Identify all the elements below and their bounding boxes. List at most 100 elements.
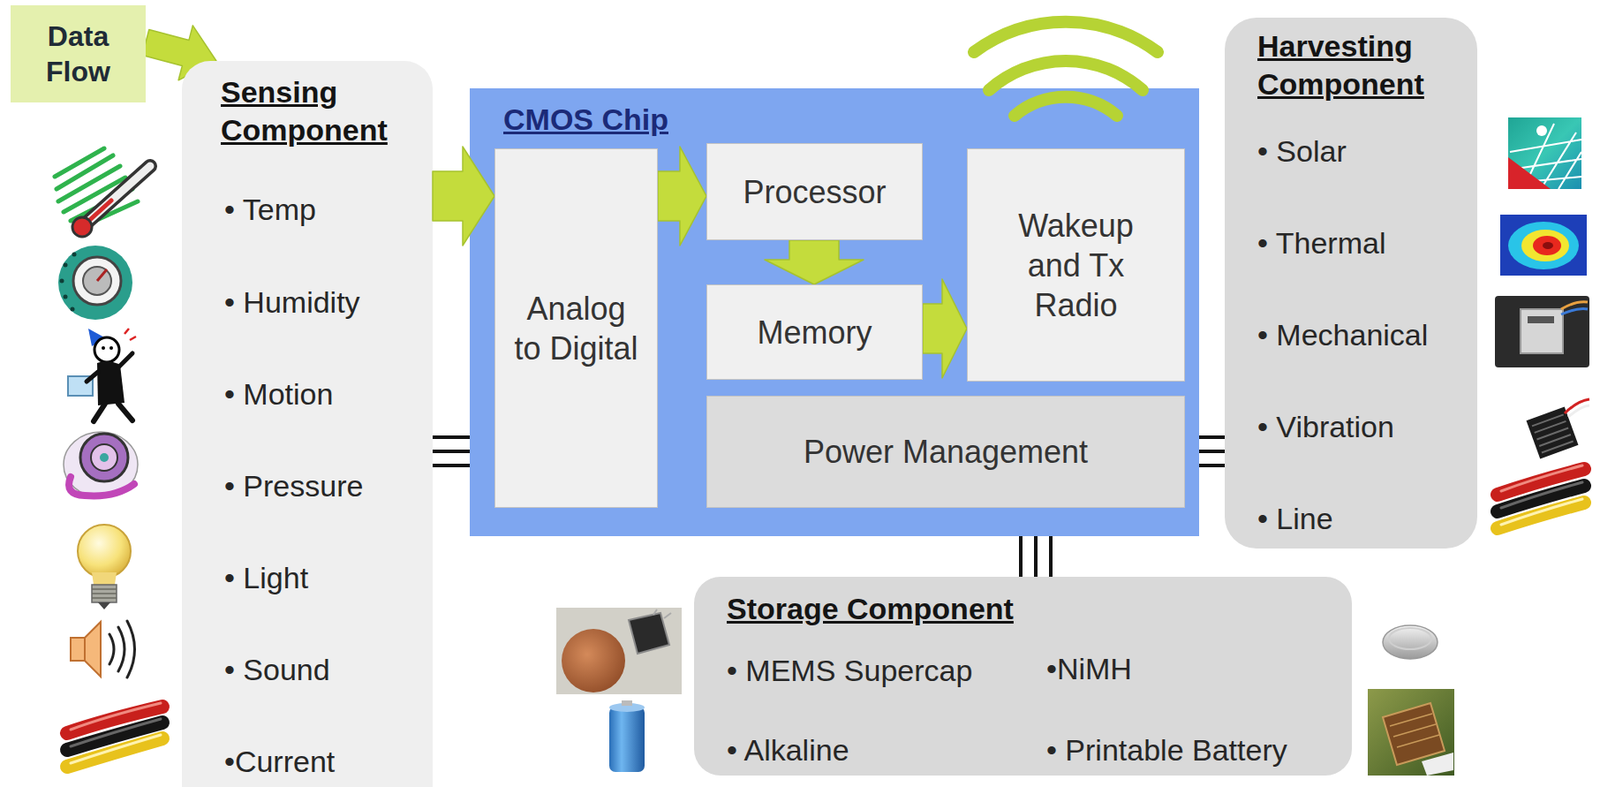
- memory-block: Memory: [706, 284, 923, 380]
- power-management-block: Power Management: [706, 395, 1185, 508]
- motion-person-icon: [67, 328, 136, 422]
- wireless-signal-icon-part: [988, 60, 1143, 91]
- speaker-icon-part: [70, 637, 85, 661]
- list-item: • Temp: [224, 190, 317, 229]
- block-label: Power Management: [803, 431, 1088, 472]
- humidity-icon-part: [72, 252, 77, 257]
- supercap-photo-part: [556, 607, 682, 695]
- motion-person-icon-part: [124, 328, 136, 340]
- humidity-icon-part: [63, 294, 68, 300]
- panel-heading: Harvesting Component: [1257, 27, 1470, 103]
- storage-panel: Storage Component• MEMS Supercap•NiMH• A…: [694, 576, 1352, 776]
- processor-block: Processor: [706, 143, 923, 241]
- pressure-gauge-icon: [63, 431, 138, 498]
- humidity-icon-part: [63, 263, 68, 268]
- printable-battery-photo: [1367, 688, 1455, 776]
- harvesting-panel: Harvesting Component• Solar• Thermal• Me…: [1224, 17, 1478, 549]
- list-item: • Thermal: [1257, 224, 1386, 263]
- humidity-icon-part: [60, 279, 65, 284]
- speaker-icon: [70, 620, 136, 678]
- flow-arrow: [764, 240, 864, 285]
- humidity-icon-part: [83, 266, 112, 295]
- mechanical-harvester-icon-part: [1527, 316, 1555, 324]
- printable-battery-photo-part: [1367, 688, 1455, 776]
- solar-panel-icon-part: [1508, 117, 1582, 189]
- alkaline-battery-icon-part: [621, 700, 633, 706]
- thermometer-icon-part: [72, 217, 92, 237]
- line-wires-icon-part: [1497, 502, 1585, 529]
- wireless-signal-icon: [973, 22, 1158, 116]
- light-bulb-icon-part: [91, 584, 117, 603]
- nimh-coin-cell-icon: [1382, 625, 1438, 659]
- line-wires-icon: [1497, 465, 1585, 529]
- thermometer-icon-part: [83, 166, 151, 226]
- list-item: • Alkaline: [726, 731, 850, 770]
- panel-heading: Sensing Component: [220, 73, 424, 149]
- supercap-photo-part: [561, 628, 626, 693]
- motion-person-icon-part: [86, 371, 99, 382]
- block-label: Memory: [756, 312, 872, 353]
- current-wires-icon-part: [67, 738, 163, 767]
- solar-panel-icon: [1508, 117, 1582, 189]
- bus-line: [1049, 535, 1053, 577]
- current-wires-icon: [67, 702, 163, 767]
- light-bulb-icon-part: [77, 524, 131, 578]
- humidity-icon-part: [58, 245, 133, 320]
- list-item: • Motion: [224, 375, 333, 414]
- list-item: • Light: [224, 558, 309, 597]
- list-item: • Mechanical: [1257, 316, 1428, 355]
- current-wires-icon-part: [70, 734, 161, 763]
- vibration-harvester-icon-part: [1568, 405, 1590, 417]
- thermal-image-icon-part: [1508, 221, 1579, 270]
- thermometer-icon: [54, 148, 151, 237]
- light-bulb-icon-part: [91, 572, 117, 585]
- block-label: Analog to Digital: [511, 288, 642, 369]
- mechanical-harvester-icon-part: [1561, 309, 1588, 315]
- thermal-image-icon-part: [1532, 235, 1562, 256]
- supercap-photo-part: [628, 612, 670, 654]
- adc-block: Analog to Digital: [494, 148, 658, 508]
- chip-heading: CMOS Chip: [503, 100, 669, 139]
- mechanical-harvester-icon-part: [1520, 309, 1563, 354]
- list-item: • Humidity: [224, 283, 361, 322]
- speaker-icon-part: [84, 621, 101, 677]
- list-item: • MEMS Supercap: [726, 651, 973, 690]
- motion-person-icon-part: [101, 346, 106, 350]
- printable-battery-photo-part: [1382, 702, 1445, 765]
- bus-line: [432, 463, 470, 468]
- mechanical-harvester-icon-part: [1494, 295, 1590, 368]
- bus-connector: [432, 437, 470, 466]
- block-label: Wakeup and Tx Radio: [1010, 205, 1143, 325]
- flow-arrow: [657, 146, 707, 246]
- printable-battery-photo-part: [1389, 713, 1440, 748]
- motion-person-icon-part: [93, 403, 133, 422]
- supercap-photo-part: [653, 609, 672, 619]
- bus-line: [432, 435, 470, 439]
- cmos-chip: CMOS Chip Analog to Digital ProcessorMemo…: [469, 88, 1200, 536]
- pressure-gauge-icon-part: [90, 444, 118, 471]
- list-item: • Pressure: [224, 467, 363, 506]
- thermal-image-icon-part: [1521, 229, 1570, 262]
- solar-panel-icon-part: [1508, 157, 1551, 189]
- humidity-icon: [58, 245, 133, 320]
- flow-label: Data Flow: [32, 18, 125, 90]
- humidity-icon-part: [97, 269, 107, 281]
- block-label: Processor: [742, 172, 886, 212]
- motion-person-icon-part: [94, 337, 120, 363]
- wireless-signal-icon-part: [1014, 97, 1117, 116]
- list-item: • Line: [1257, 499, 1334, 538]
- bus-line: [432, 449, 470, 453]
- bus-connector: [1020, 535, 1051, 577]
- nimh-coin-cell-icon-part: [1382, 625, 1438, 659]
- alkaline-battery-icon-part: [609, 706, 645, 772]
- sensing-panel: Sensing Component • Temp • Humidity • Motio…: [181, 60, 433, 787]
- wireless-signal-icon-part: [973, 22, 1158, 53]
- light-bulb-icon-part: [91, 588, 117, 598]
- bus-connector: [1199, 437, 1225, 466]
- flow-arrow: [432, 146, 495, 246]
- motion-person-icon-part: [118, 353, 133, 368]
- pressure-gauge-icon-part: [99, 452, 109, 462]
- thermometer-icon-part: [83, 166, 151, 226]
- thermal-image-icon-part: [1500, 214, 1587, 276]
- vibration-harvester-icon-part-part: [1532, 414, 1574, 453]
